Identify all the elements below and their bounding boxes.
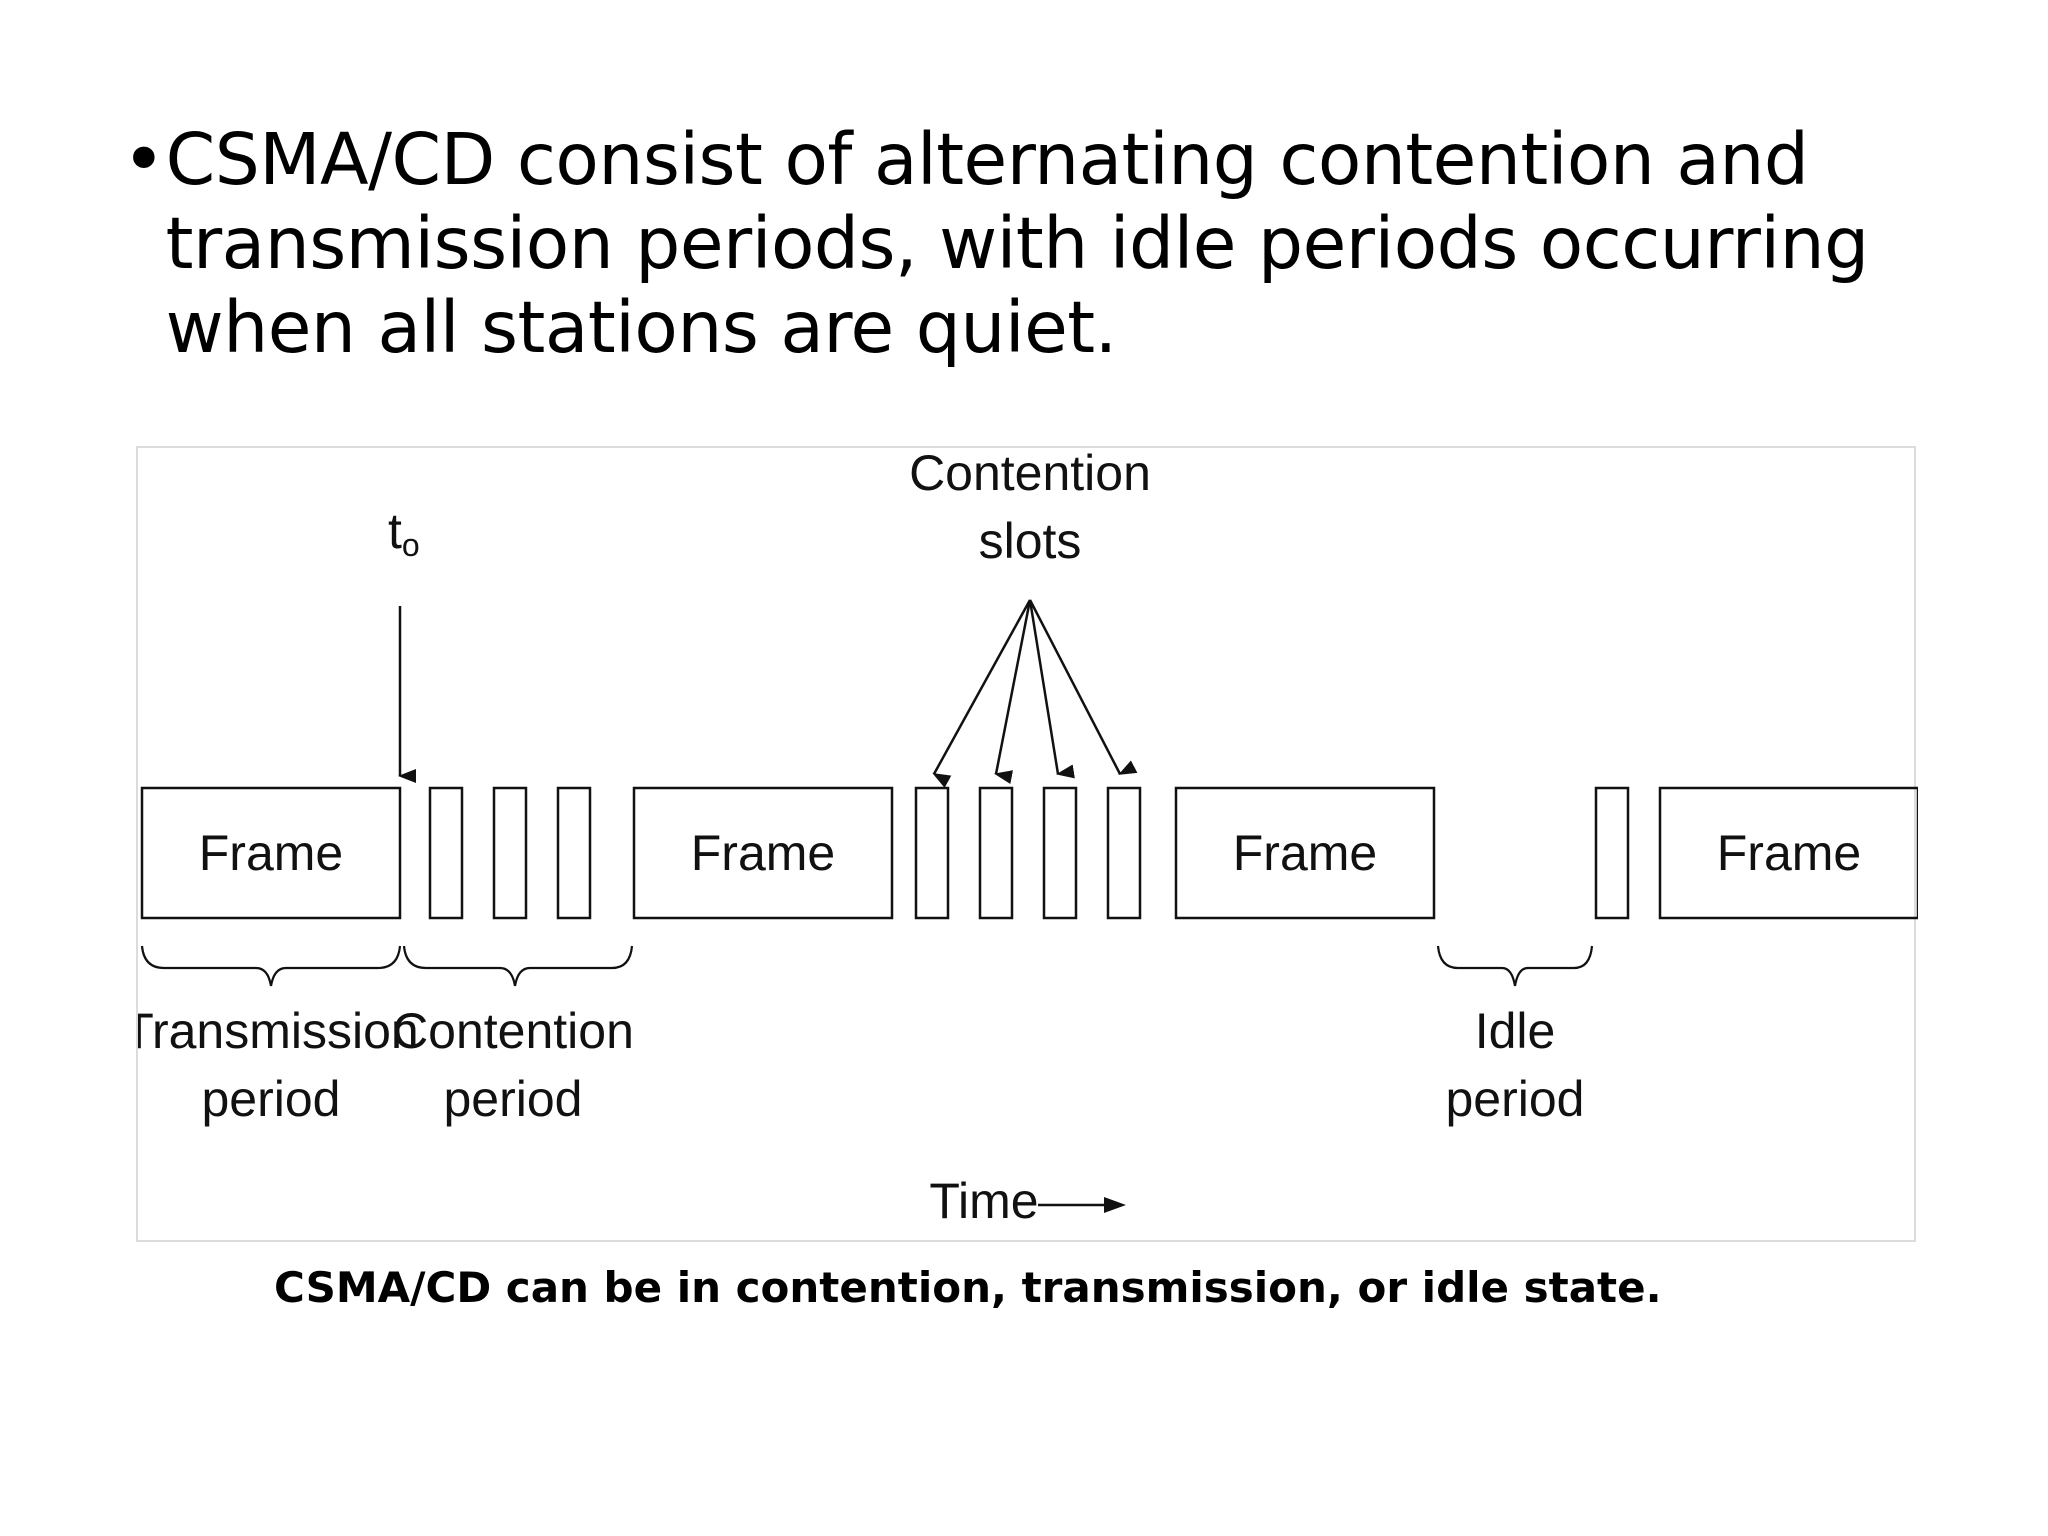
time-arrowhead [1104, 1197, 1126, 1213]
contention-slot [492, 786, 528, 920]
contention-period-brace [402, 945, 634, 987]
csma-cd-diagram: Frame Frame Frame Frame to Contention sl… [136, 446, 1918, 1242]
contention-slot [1106, 786, 1142, 920]
transmission-period-brace [140, 945, 402, 987]
slot-arrow [1028, 599, 1138, 775]
contention-slot [428, 786, 464, 920]
contention-slots-label-line1: Contention [909, 448, 1151, 501]
contention-slot [914, 786, 950, 920]
contention-slot [1594, 786, 1630, 920]
frame-label: Frame [1233, 825, 1377, 881]
bullet-item: • CSMA/CD consist of alternating content… [122, 118, 1982, 370]
transmission-period-label-line1: Transmission [138, 1003, 419, 1059]
transmission-period-label-line2: period [202, 1071, 341, 1127]
contention-slot [1042, 786, 1078, 920]
contention-slots-label-line2: slots [979, 513, 1082, 569]
time-label: Time [929, 1173, 1038, 1229]
frame-box [632, 786, 894, 920]
bullet-text: CSMA/CD consist of alternating contentio… [165, 118, 1870, 369]
frame-box [1174, 786, 1436, 920]
slot-arrow [932, 599, 1032, 788]
contention-slot [556, 786, 592, 920]
frame-label: Frame [691, 825, 835, 881]
slot-arrow [1028, 599, 1075, 779]
frame-label: Frame [1717, 825, 1861, 881]
diagram-canvas: Frame Frame Frame Frame to Contention sl… [138, 448, 1918, 1229]
slot-arrow [994, 599, 1032, 784]
idle-period-label-line1: Idle [1475, 1003, 1556, 1059]
idle-period-brace [1436, 945, 1594, 987]
contention-period-label-line2: period [444, 1071, 583, 1127]
frame-box [1658, 786, 1918, 920]
idle-period-label-line2: period [1446, 1071, 1585, 1127]
t0-label: to [388, 503, 420, 563]
frame-box [140, 786, 402, 920]
contention-period-label-line1: Contention [392, 1003, 634, 1059]
frame-label: Frame [199, 825, 343, 881]
figure-caption: CSMA/CD can be in contention, transmissi… [274, 1263, 1662, 1312]
bullet-dot: • [122, 117, 166, 203]
contention-slot [978, 786, 1014, 920]
